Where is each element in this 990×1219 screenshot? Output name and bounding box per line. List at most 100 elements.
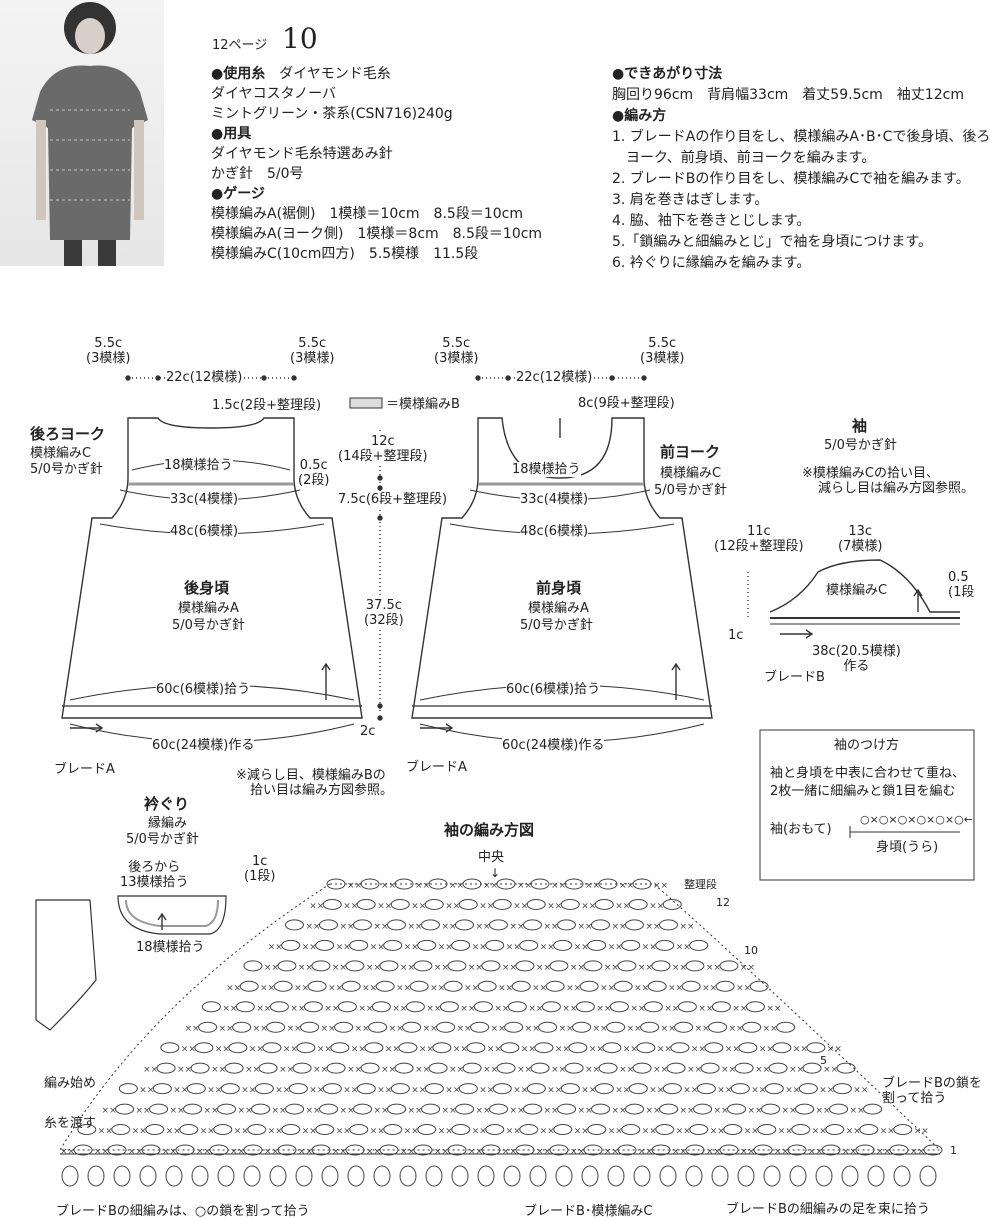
stitch-mark: ×× bbox=[627, 1021, 660, 1034]
svg-text:××: ×× bbox=[283, 1045, 298, 1055]
back-body-pattern: 模様編みA bbox=[178, 601, 239, 616]
svg-text:××: ×× bbox=[793, 1045, 808, 1055]
svg-text:××: ×× bbox=[415, 1065, 430, 1075]
method-step-1b: ヨーク、前身頃、前ヨークを編みます。 bbox=[626, 150, 876, 166]
svg-text:××: ×× bbox=[136, 1106, 151, 1116]
svg-text:××: ×× bbox=[196, 1147, 211, 1157]
chart-center: 中央 bbox=[478, 850, 505, 865]
svg-text:××: ×× bbox=[630, 1004, 645, 1014]
svg-text:××: ×× bbox=[347, 1065, 362, 1075]
svg-text:××: ×× bbox=[438, 1127, 453, 1137]
svg-text:××: ×× bbox=[687, 1065, 702, 1075]
svg-text:××: ×× bbox=[759, 1045, 774, 1055]
svg-text:××: ×× bbox=[370, 1127, 385, 1137]
stitch-mark: ×× bbox=[243, 960, 279, 973]
stitch-mark: ×× bbox=[355, 1021, 388, 1034]
method-step-3: 3. 肩を巻きはぎします。 bbox=[612, 192, 769, 208]
stitch-mark: ×× bbox=[170, 1103, 203, 1116]
stitch-mark: ×× bbox=[481, 960, 517, 973]
stitch-mark: ×× bbox=[646, 1103, 679, 1116]
svg-text:××: ×× bbox=[332, 963, 347, 973]
svg-text:××: ×× bbox=[185, 1024, 200, 1034]
svg-text:××: ×× bbox=[506, 1127, 521, 1137]
stitch-mark: ×× bbox=[390, 1083, 426, 1096]
back-yoke-pattern: 模様編みC bbox=[30, 446, 92, 461]
svg-text:××: ×× bbox=[358, 1004, 373, 1014]
braid-loop bbox=[191, 1165, 209, 1187]
svg-text:××: ×× bbox=[593, 1024, 608, 1034]
stitch-mark: ×× bbox=[491, 1021, 524, 1034]
svg-text:××: ×× bbox=[725, 1045, 740, 1055]
svg-text:××: ×× bbox=[404, 942, 419, 952]
svg-text:××: ×× bbox=[513, 901, 528, 911]
chart-bottom-mid: ブレードB･模様編みC bbox=[524, 1204, 653, 1219]
legend-pattern-b: ＝模様編みB bbox=[386, 397, 460, 412]
svg-text:××: ×× bbox=[468, 1147, 483, 1157]
svg-text:××: ×× bbox=[306, 1106, 321, 1116]
stitch-mark: ×× bbox=[438, 939, 471, 952]
stitch-mark: ×× bbox=[658, 919, 695, 932]
svg-text:××: ×× bbox=[544, 1106, 559, 1116]
chart-pass-yarn: 糸を渡す bbox=[44, 1116, 97, 1131]
chart-bottom-right: ブレードBの細編みの足を束に拾う bbox=[726, 1202, 930, 1217]
attach-title: 袖のつけ方 bbox=[834, 738, 900, 753]
stitch-mark: ×× bbox=[322, 1083, 358, 1096]
svg-text:××: ×× bbox=[698, 1004, 713, 1014]
svg-text:××: ×× bbox=[547, 1086, 562, 1096]
front-body-top: 48c(6模様) bbox=[520, 524, 589, 539]
stitch-mark: ×× bbox=[485, 1124, 521, 1137]
svg-text:××: ×× bbox=[717, 1086, 732, 1096]
svg-text:××: ×× bbox=[389, 1024, 404, 1034]
svg-text:××: ×× bbox=[132, 1127, 147, 1137]
svg-text:××: ×× bbox=[740, 963, 755, 973]
braid-loop bbox=[659, 1165, 677, 1187]
stitch-mark: ×× bbox=[706, 1144, 739, 1157]
attach-line2: 2枚一緒に細編みと鎖1目を編む bbox=[770, 784, 956, 799]
yarn-name: ダイヤコスタノーバ bbox=[211, 86, 337, 102]
svg-text:××: ×× bbox=[479, 1086, 494, 1096]
stitch-mark: ×× bbox=[677, 1001, 713, 1014]
stitch-mark: ×× bbox=[676, 939, 709, 952]
stitch-mark: ×× bbox=[636, 1042, 672, 1055]
stitch-mark: ×× bbox=[736, 980, 769, 993]
stitch-mark: ×× bbox=[544, 1103, 577, 1116]
svg-text:××: ×× bbox=[816, 1106, 831, 1116]
braid-loop bbox=[737, 1165, 755, 1187]
braid-loop bbox=[919, 1165, 937, 1187]
svg-text:××: ×× bbox=[645, 922, 660, 932]
stitch-mark: ×× bbox=[196, 1144, 229, 1157]
braid-loop bbox=[477, 1165, 495, 1187]
gauge-line3: 模様編みC(10cm四方) 5.5模様 11.5段 bbox=[211, 246, 479, 262]
method-step-1: 1. ブレードAの作り目をし、模様編みA･B･Cで後身頃、後ろ bbox=[612, 129, 990, 145]
svg-text:××: ×× bbox=[721, 1065, 736, 1075]
svg-text:××: ×× bbox=[494, 1004, 509, 1014]
svg-text:××: ×× bbox=[664, 1004, 679, 1014]
svg-text:××: ×× bbox=[536, 1147, 551, 1157]
stitch-mark: ×× bbox=[507, 1001, 543, 1014]
svg-text:××: ×× bbox=[562, 1004, 577, 1014]
braid-loop bbox=[711, 1165, 729, 1187]
svg-text:××: ×× bbox=[736, 983, 751, 993]
svg-text:××: ×× bbox=[619, 1065, 634, 1075]
svg-text:××: ×× bbox=[294, 983, 309, 993]
svg-text:××: ×× bbox=[604, 963, 619, 973]
sleeve-top-width: 13c(7模様) bbox=[838, 524, 883, 554]
armhole-height: 7.5c(6段+整理段) bbox=[338, 492, 448, 507]
svg-text:××: ×× bbox=[668, 983, 683, 993]
svg-text:××: ×× bbox=[219, 1024, 234, 1034]
stitch-mark: ×× bbox=[383, 1124, 419, 1137]
stitch-mark: ×× bbox=[488, 919, 525, 932]
svg-text:××: ×× bbox=[581, 901, 596, 911]
svg-text:××: ×× bbox=[570, 1147, 585, 1157]
method-step-6: 6. 衿ぐりに縁編みを編みます。 bbox=[612, 255, 811, 271]
braid-loop bbox=[789, 1165, 807, 1187]
method-step-2: 2. ブレードBの作り目をし、模様編みCで袖を編みます。 bbox=[612, 171, 970, 187]
braid-loop bbox=[295, 1165, 313, 1187]
stitch-mark: ×× bbox=[430, 980, 463, 993]
sleeve-hook: 5/0号かぎ針 bbox=[824, 438, 897, 453]
svg-text:××: ×× bbox=[298, 963, 313, 973]
svg-text:××: ×× bbox=[468, 963, 483, 973]
stitch-mark: ×× bbox=[162, 1144, 195, 1157]
stitch-mark: ×× bbox=[502, 1144, 535, 1157]
svg-text:××: ×× bbox=[290, 1004, 305, 1014]
